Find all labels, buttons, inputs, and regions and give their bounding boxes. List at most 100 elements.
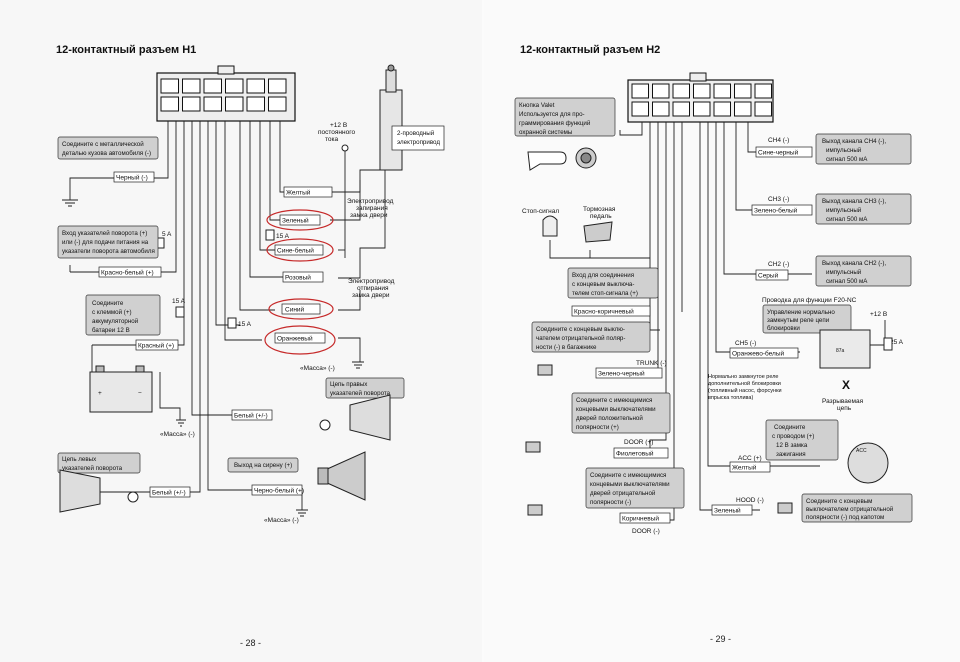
- svg-text:12 В замка: 12 В замка: [776, 442, 808, 449]
- note-siren-out: Выход на сирену (+): [227, 457, 299, 473]
- svg-text:с клеммой (+): с клеммой (+): [92, 309, 132, 316]
- svg-text:импульсный: импульсный: [826, 269, 862, 276]
- plus12-left: +12 В постоянного тока: [318, 122, 355, 152]
- connector-pin: [203, 96, 222, 112]
- fuse25: 25 A: [890, 339, 904, 346]
- svg-text:блокировки: блокировки: [767, 325, 800, 332]
- svg-text:Черный (-): Черный (-): [116, 174, 148, 182]
- svg-text:CH4 (-): CH4 (-): [768, 137, 789, 144]
- svg-text:указатели поворота автомобиля: указатели поворота автомобиля: [62, 248, 155, 255]
- svg-text:Белый (+/-): Белый (+/-): [234, 412, 268, 420]
- svg-text:Синий: Синий: [285, 306, 305, 314]
- connector-pin: [268, 78, 287, 94]
- left-turn-lamp-icon: [59, 469, 139, 513]
- svg-text:ности (-) в багажнике: ности (-) в багажнике: [536, 344, 597, 351]
- note-f20: Управление нормально замкнутым реле цепи…: [762, 304, 852, 334]
- page-number-left: - 28 -: [240, 638, 261, 648]
- svg-text:X: X: [842, 378, 850, 392]
- svg-text:(топливный насос, форсунки: (топливный насос, форсунки: [708, 387, 782, 394]
- svg-text:граммирования функций: граммирования функций: [519, 120, 591, 127]
- svg-text:или (-) для подачи питания на: или (-) для подачи питания на: [62, 239, 149, 246]
- svg-text:Оранжевый: Оранжевый: [277, 335, 313, 343]
- connector-pin: [713, 101, 731, 117]
- svg-text:с концевым выключа-: с концевым выключа-: [572, 281, 634, 288]
- svg-text:запирания: запирания: [356, 205, 388, 212]
- svg-text:телем стоп-сигнала (+): телем стоп-сигнала (+): [572, 290, 638, 297]
- svg-text:Выход канала CH3 (-),: Выход канала CH3 (-),: [822, 198, 886, 205]
- svg-text:Красный (+): Красный (+): [138, 342, 174, 350]
- connector-pin: [268, 96, 287, 112]
- svg-text:Зеленый: Зеленый: [714, 507, 741, 515]
- stop-lamp-icon: [542, 215, 558, 237]
- note-metal: Соедините с металлической деталью кузова…: [57, 136, 159, 160]
- stop-signal-label: Стоп-сигнал: [522, 208, 559, 215]
- connector-pin: [182, 78, 201, 94]
- svg-text:Сине-белый: Сине-белый: [277, 247, 314, 255]
- svg-text:замкнутым реле цепи: замкнутым реле цепи: [767, 317, 830, 324]
- svg-text:Сине-черный: Сине-черный: [758, 149, 799, 157]
- red-annotations: [264, 209, 336, 355]
- connector-pin: [246, 78, 265, 94]
- svg-text:2-проводный: 2-проводный: [397, 130, 435, 137]
- svg-text:CH5 (-): CH5 (-): [735, 340, 756, 347]
- battery-icon: + −: [89, 365, 153, 413]
- connector-pin: [203, 78, 222, 94]
- svg-text:Вход для соединения: Вход для соединения: [572, 272, 634, 279]
- f20-title: Проводка для функции F20-NC: [762, 297, 857, 304]
- actuator-icon: [379, 64, 403, 171]
- svg-text:+: +: [98, 390, 102, 397]
- svg-text:Соедините с металлической: Соедините с металлической: [62, 141, 144, 148]
- connector-pin: [225, 78, 244, 94]
- svg-text:постоянного: постоянного: [318, 129, 355, 136]
- note-right-turn: Цепь правых указателей поворота: [325, 377, 405, 399]
- svg-text:Желтый: Желтый: [286, 189, 311, 197]
- svg-text:Управление нормально: Управление нормально: [767, 309, 835, 316]
- wire-labels-left: Желтый Зеленый Сине-белый Розовый Синий …: [98, 171, 333, 498]
- svg-text:CH3 (-): CH3 (-): [768, 196, 789, 203]
- svg-text:15 A: 15 A: [172, 298, 186, 305]
- connector-pin: [693, 101, 711, 117]
- svg-text:Соедините с концевым: Соедините с концевым: [806, 498, 872, 505]
- svg-text:Желтый: Желтый: [732, 464, 757, 472]
- svg-text:импульсный: импульсный: [826, 207, 862, 214]
- lock-open-note: Электропривод запирания замка двери: [347, 198, 394, 219]
- svg-text:Выход канала CH2 (-),: Выход канала CH2 (-),: [822, 260, 886, 267]
- svg-text:Используется для про-: Используется для про-: [519, 111, 585, 118]
- svg-text:«Масса» (-): «Масса» (-): [300, 365, 335, 372]
- svg-text:Зелено-черный: Зелено-черный: [598, 370, 645, 378]
- hand-pointer-icon: [527, 151, 567, 171]
- note-battery: Соедините с клеммой (+) аккумуляторной б…: [85, 294, 161, 336]
- svg-text:ACC (+): ACC (+): [738, 455, 762, 462]
- svg-text:охранной системы: охранной системы: [519, 129, 573, 136]
- svg-text:Электропривод: Электропривод: [348, 278, 395, 285]
- svg-text:дополнительной блокировки: дополнительной блокировки: [708, 380, 781, 387]
- svg-text:DOOR (-): DOOR (-): [632, 528, 660, 535]
- relay-icon: 87a: [819, 329, 893, 369]
- svg-text:концевыми выключателями: концевыми выключателями: [590, 481, 670, 488]
- connector-pin: [734, 101, 752, 117]
- connector-pin: [754, 101, 772, 117]
- svg-text:полярности (-) под капотом: полярности (-) под капотом: [806, 514, 884, 521]
- svg-text:выключателем отрицательной: выключателем отрицательной: [806, 506, 894, 513]
- connector-pin: [652, 101, 670, 117]
- svg-text:Коричневый: Коричневый: [622, 515, 659, 523]
- left-title: 12-контактный разъем H1: [56, 44, 196, 56]
- wire-labels-right: CH4 (-) Сине-черный CH3 (-) Зелено-белый…: [571, 137, 813, 535]
- connector-pin: [693, 83, 711, 99]
- svg-text:Фиолетовый: Фиолетовый: [616, 450, 654, 458]
- svg-text:сигнал 500 мА: сигнал 500 мА: [826, 278, 868, 285]
- connector-pin: [160, 78, 179, 94]
- connector-pin: [182, 96, 201, 112]
- svg-text:впрыска топлива): впрыска топлива): [708, 395, 753, 401]
- note-acc: Соедините с проводом (+) 12 В замка зажи…: [765, 419, 839, 461]
- svg-text:Белый (+/-): Белый (+/-): [152, 489, 186, 497]
- siren-icon: [317, 451, 366, 501]
- svg-text:Выход на сирену (+): Выход на сирену (+): [234, 462, 292, 469]
- note-left-turn: Цепь левых указателей поворота: [57, 452, 141, 474]
- svg-text:Цепь левых: Цепь левых: [62, 456, 97, 463]
- ground-left: «Масса» (-) «Масса» (-) «Масса» (-): [62, 199, 364, 524]
- connector-pin: [160, 96, 179, 112]
- connector-pin: [225, 96, 244, 112]
- connector-pin: [246, 96, 265, 112]
